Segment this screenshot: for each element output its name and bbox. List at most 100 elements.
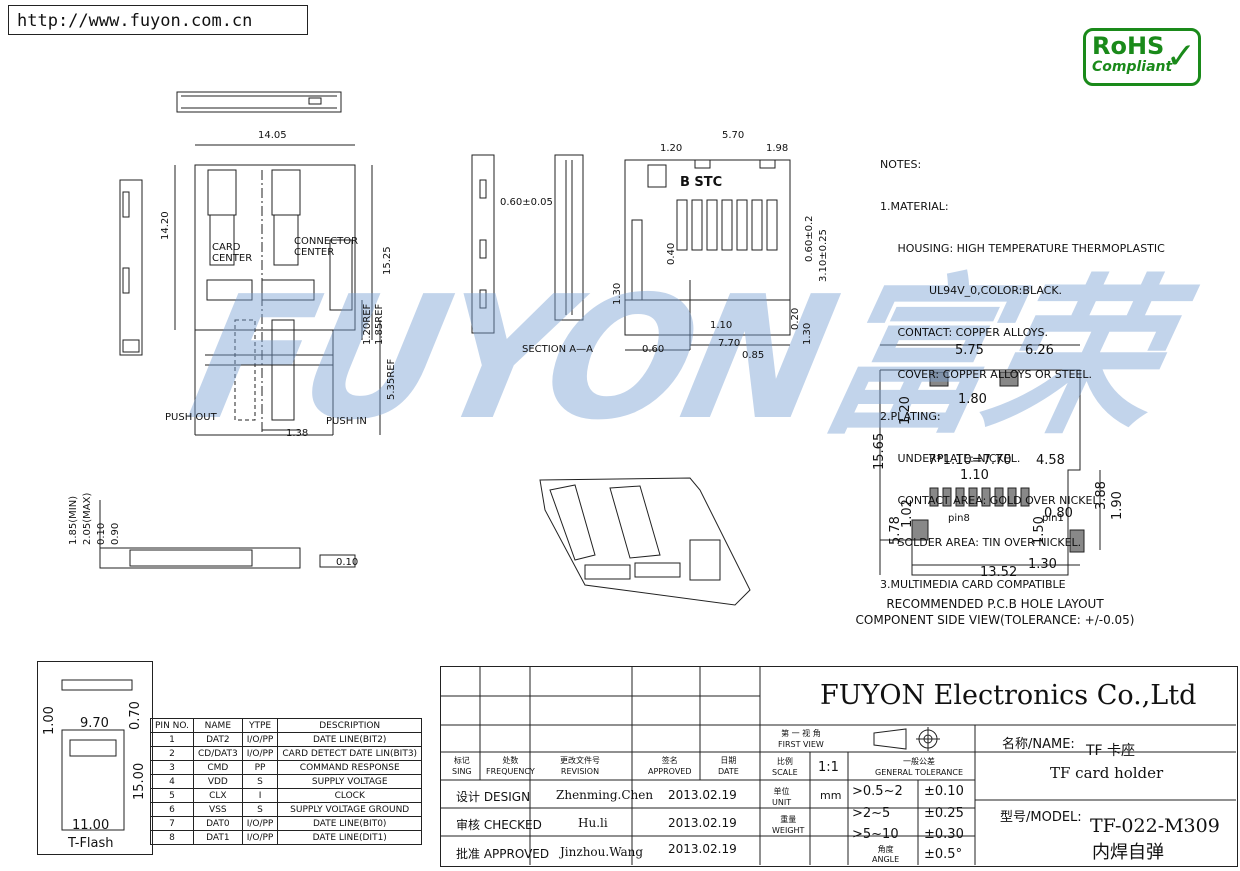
dim-060b-label: 0.60 bbox=[642, 344, 665, 355]
table-cell: DATE LINE(BIT2) bbox=[277, 732, 423, 747]
website-url: http://www.fuyon.com.cn bbox=[8, 5, 308, 35]
table-cell: CD/DAT3 bbox=[193, 746, 243, 761]
tol-range: 角度 ANGLE bbox=[872, 845, 900, 864]
pcb-dim-770: 7*1.10=7.70 bbox=[928, 453, 1012, 468]
push-in-label: PUSH IN bbox=[326, 416, 367, 427]
tol-value: ±0.5° bbox=[924, 847, 963, 862]
pin1-label: pin1 bbox=[1042, 513, 1064, 524]
tol-range: >0.5~2 bbox=[852, 784, 903, 799]
pcb-dim-180: 1.80 bbox=[958, 392, 987, 407]
tflash-label: T-Flash bbox=[68, 836, 114, 851]
design-name: Zhenming.Chen bbox=[556, 788, 654, 802]
first-angle-icon bbox=[873, 727, 940, 751]
dim-198-label: 1.98 bbox=[766, 143, 789, 154]
checked-name: Hu.li bbox=[578, 816, 608, 830]
tol-value: ±0.10 bbox=[924, 784, 964, 799]
table-cell: I/O/PP bbox=[241, 746, 279, 761]
pcb-dim-388: 3.88 bbox=[1094, 481, 1109, 510]
tflash-dim-100: 1.00 bbox=[42, 706, 57, 735]
table-cell: 6 bbox=[150, 802, 194, 817]
dim-085-label: 0.85 bbox=[742, 350, 765, 361]
pcb-dim-102: 1.02 bbox=[900, 499, 915, 528]
first-view-label: 第 一 视 角 FIRST VIEW bbox=[778, 729, 824, 749]
notes-line: 3.MULTIMEDIA CARD COMPATIBLE bbox=[880, 578, 1066, 591]
dim-310-label: 3.10±0.25 bbox=[818, 229, 829, 282]
rev-date-header: 日期 DATE bbox=[718, 756, 739, 776]
pin-table-header: YTPE bbox=[241, 718, 279, 733]
checked-label: 审核 CHECKED bbox=[456, 818, 542, 832]
notes-line: CONTACT: COPPER ALLOYS. bbox=[880, 326, 1048, 339]
side-185-label: 1.85(MIN) bbox=[68, 495, 79, 545]
notes-line: COVER: COPPER ALLOYS OR STEEL. bbox=[880, 368, 1092, 381]
scale-value: 1:1 bbox=[818, 760, 839, 775]
dim-130-label: 1.30 bbox=[612, 282, 623, 305]
dim-130b-label: 1.30 bbox=[802, 322, 813, 345]
notes-block: NOTES: 1.MATERIAL: HOUSING: HIGH TEMPERA… bbox=[880, 130, 1165, 606]
table-cell: DATE LINE(DIT1) bbox=[277, 830, 423, 845]
side-090-label: 0.90 bbox=[110, 522, 121, 545]
dim-060c-label: 0.60±0.2 bbox=[804, 215, 815, 262]
pcb-dim-626: 6.26 bbox=[1025, 343, 1054, 358]
table-cell: CLX bbox=[193, 788, 243, 803]
rev-approved-header: 签名 APPROVED bbox=[648, 756, 692, 776]
approved-date: 2013.02.19 bbox=[668, 842, 737, 856]
name-cn: TF 卡座 bbox=[1086, 743, 1136, 759]
tol-value: ±0.30 bbox=[924, 827, 964, 842]
tol-range: >5~10 bbox=[852, 827, 899, 842]
table-cell: SUPPLY VOLTAGE GROUND bbox=[277, 802, 423, 817]
pcb-dim-575: 5.75 bbox=[955, 343, 984, 358]
pcb-caption-title: RECOMMENDED P.C.B HOLE LAYOUT bbox=[886, 597, 1104, 611]
table-cell: COMMAND RESPONSE bbox=[277, 760, 423, 775]
push-out-label: PUSH OUT bbox=[165, 412, 217, 423]
dim-138-label: 1.38 bbox=[286, 428, 309, 439]
table-cell: I bbox=[241, 788, 279, 803]
section-label: SECTION A—A bbox=[522, 344, 593, 355]
name-en: TF card holder bbox=[1050, 764, 1164, 782]
tflash-dim-1500: 15.00 bbox=[132, 762, 147, 800]
side-205-label: 2.05(MAX) bbox=[82, 492, 93, 545]
pcb-dim-1565: 15.65 bbox=[872, 432, 887, 470]
dim-height-label: 14.20 bbox=[160, 211, 171, 240]
pin-table-header: DESCRIPTION bbox=[277, 718, 423, 733]
table-cell: 8 bbox=[150, 830, 194, 845]
tol-range: >2~5 bbox=[852, 806, 891, 821]
b-stc-label: B STC bbox=[680, 175, 723, 190]
card-center-label: CARD CENTER bbox=[212, 242, 253, 264]
rev-revision-header: 更改文件号 REVISION bbox=[560, 756, 600, 776]
tol-value: ±0.25 bbox=[924, 806, 964, 821]
table-cell: 3 bbox=[150, 760, 194, 775]
table-cell: 5 bbox=[150, 788, 194, 803]
dim-770-label: 7.70 bbox=[718, 338, 741, 349]
flatness-010-label: 0.10 bbox=[336, 557, 359, 568]
unit-label: 单位 UNIT bbox=[772, 787, 792, 807]
notes-line: SOLDER AREA: TIN OVER NICKEL. bbox=[880, 536, 1082, 549]
dim-height2-label: 15.25 bbox=[382, 246, 393, 275]
check-icon: ✓ bbox=[1165, 36, 1196, 77]
ref-535-label: 5.35REF bbox=[386, 358, 397, 400]
checked-date: 2013.02.19 bbox=[668, 816, 737, 830]
dim-width-label: 14.05 bbox=[258, 130, 287, 141]
notes-line: 1.MATERIAL: bbox=[880, 200, 949, 213]
rohs-compliant-label: Compliant bbox=[1092, 59, 1173, 75]
pin-table-header: NAME bbox=[193, 718, 243, 733]
unit-value: mm bbox=[820, 789, 842, 802]
scale-label: 比例 SCALE bbox=[772, 757, 798, 777]
title-block bbox=[440, 666, 1238, 867]
pcb-dim-1352: 13.52 bbox=[980, 565, 1018, 580]
dim-040-label: 0.40 bbox=[666, 242, 677, 265]
company-name: FUYON Electronics Co.,Ltd bbox=[820, 680, 1197, 711]
pcb-dim-110: 1.10 bbox=[960, 468, 989, 483]
tflash-dim-070: 0.70 bbox=[128, 701, 143, 730]
notes-title: NOTES: bbox=[880, 158, 922, 171]
table-cell: 1 bbox=[150, 732, 194, 747]
table-cell: VSS bbox=[193, 802, 243, 817]
table-cell: S bbox=[241, 774, 279, 789]
